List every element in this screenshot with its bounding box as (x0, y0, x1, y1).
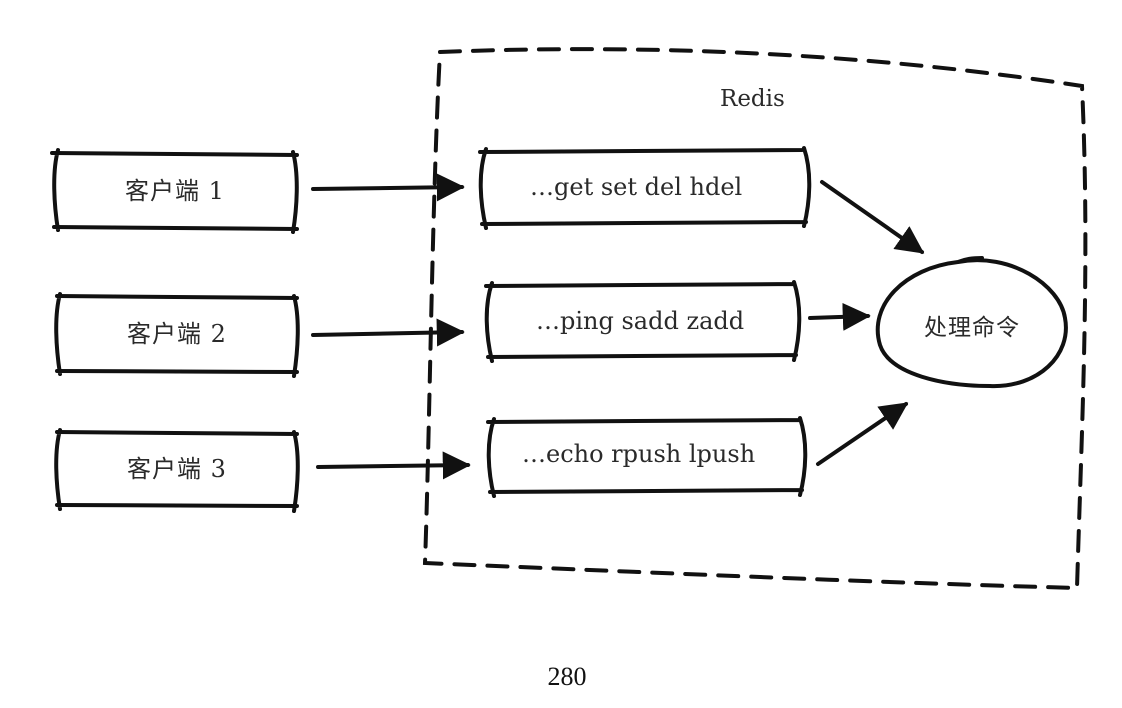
client-box-3-frame (54, 428, 300, 513)
command-queue-label-3: …echo rpush lpush (522, 440, 755, 468)
command-queue-3-frame (486, 416, 808, 498)
redis-container: Redis (422, 47, 1088, 591)
command-processor-outline (875, 256, 1068, 389)
command-queue-label-1: …get set del hdel (530, 173, 742, 201)
page-number: 280 (548, 662, 587, 691)
command-queue-1: …get set del hdel (478, 146, 812, 230)
arrow-queue-3-to-processor (816, 402, 909, 466)
command-queue-label-2: …ping sadd zadd (536, 307, 744, 335)
redis-label: Redis (720, 86, 785, 112)
arrow-client-1-to-queue-1 (311, 173, 465, 202)
client-label-3: 客户端 3 (127, 455, 227, 483)
arrow-queue-1-to-processor (820, 180, 925, 254)
command-queue-2: …ping sadd zadd (484, 280, 802, 363)
arrow-client-2-to-queue-2 (311, 318, 465, 347)
client-box-1-frame (50, 148, 299, 234)
client-box-1: 客户端 1 (50, 148, 299, 234)
arrow-client-3-to-queue-3 (316, 451, 471, 480)
client-label-2: 客户端 2 (127, 320, 227, 348)
command-queue-1-frame (478, 146, 812, 230)
command-processor-label: 处理命令 (924, 315, 1020, 341)
command-queue-3: …echo rpush lpush (486, 416, 808, 498)
client-label-1: 客户端 1 (125, 177, 225, 205)
command-processor: 处理命令 (875, 256, 1068, 389)
client-box-2: 客户端 2 (54, 292, 300, 378)
client-box-3: 客户端 3 (54, 428, 300, 513)
arrow-queue-2-to-processor (808, 302, 871, 331)
redis-container-border (422, 47, 1088, 591)
client-box-2-frame (54, 292, 300, 378)
command-queue-2-frame (484, 280, 802, 363)
